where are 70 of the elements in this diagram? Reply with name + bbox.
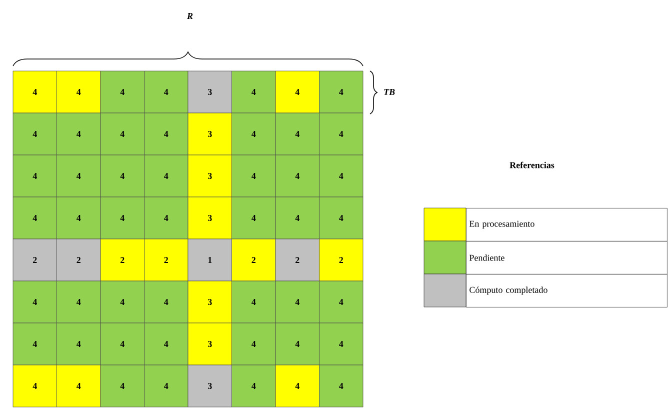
grid-cell: 4 [232, 112, 276, 156]
grid-cell: 2 [100, 238, 144, 282]
grid-cell: 4 [100, 364, 144, 408]
grid-cell: 4 [12, 280, 57, 324]
axis-label: TB [384, 89, 395, 95]
grid-cell: 4 [56, 280, 101, 324]
grid-cell: 2 [12, 238, 57, 282]
grid-cell: 4 [319, 70, 364, 114]
grid-cell: 4 [319, 364, 364, 408]
grid-cell: 4 [144, 322, 188, 366]
grid-cell: 4 [100, 322, 144, 366]
legend-label: Cómputo completado [466, 274, 668, 308]
grid-cell: 4 [144, 364, 188, 408]
grid-cell: 1 [188, 238, 232, 282]
grid-cell: 2 [275, 238, 320, 282]
grid-cell: 4 [12, 70, 57, 114]
grid-cell: 4 [56, 70, 101, 114]
grid-cell: 4 [56, 112, 101, 156]
grid-cell: 4 [232, 322, 276, 366]
grid-cell: 4 [319, 322, 364, 366]
grid-cell: 4 [144, 196, 188, 240]
grid-cell: 4 [12, 154, 57, 198]
grid-cell: 4 [12, 196, 57, 240]
grid-cell: 2 [144, 238, 188, 282]
grid-cell: 4 [275, 70, 320, 114]
grid-cell: 4 [319, 112, 364, 156]
grid-cell: 4 [12, 322, 57, 366]
grid-cell: 4 [144, 280, 188, 324]
grid-cell: 4 [319, 154, 364, 198]
grid-cell: 4 [100, 280, 144, 324]
grid-cell: 3 [188, 154, 232, 198]
legend-title: Referencias [510, 162, 554, 168]
axis-label: R [187, 13, 193, 19]
grid-cell: 4 [12, 364, 57, 408]
grid-cell: 4 [275, 364, 320, 408]
legend-label: Pendiente [466, 241, 668, 274]
grid-cell: 4 [100, 70, 144, 114]
grid-cell: 4 [12, 112, 57, 156]
grid-cell: 4 [232, 364, 276, 408]
grid-cell: 3 [188, 280, 232, 324]
grid-cell: 4 [144, 154, 188, 198]
grid-cell: 4 [100, 154, 144, 198]
grid-cell: 4 [144, 70, 188, 114]
legend-label: En procesamiento [466, 208, 668, 242]
grid-cell: 4 [56, 364, 101, 408]
grid-cell: 4 [319, 280, 364, 324]
grid-cell: 2 [319, 238, 364, 282]
grid-cell: 3 [188, 196, 232, 240]
grid-cell: 4 [319, 196, 364, 240]
grid-cell: 4 [232, 196, 276, 240]
grid-cell: 4 [232, 154, 276, 198]
grid-cell: 4 [275, 196, 320, 240]
grid-cell: 3 [188, 70, 232, 114]
grid-cell: 4 [56, 196, 101, 240]
grid-cell: 4 [232, 280, 276, 324]
grid-cell: 4 [275, 322, 320, 366]
grid-cell: 4 [56, 154, 101, 198]
grid-cell: 3 [188, 322, 232, 366]
grid-cell: 4 [100, 196, 144, 240]
grid-cell: 2 [232, 238, 276, 282]
grid-cell: 4 [144, 112, 188, 156]
grid-cell: 4 [275, 280, 320, 324]
grid-cell: 4 [232, 70, 276, 114]
grid-cell: 3 [188, 364, 232, 408]
grid-cell: 3 [188, 112, 232, 156]
grid-cell: 4 [275, 112, 320, 156]
grid-cell: 4 [100, 112, 144, 156]
grid-cell: 2 [56, 238, 101, 282]
grid-cell: 4 [56, 322, 101, 366]
grid-cell: 4 [275, 154, 320, 198]
